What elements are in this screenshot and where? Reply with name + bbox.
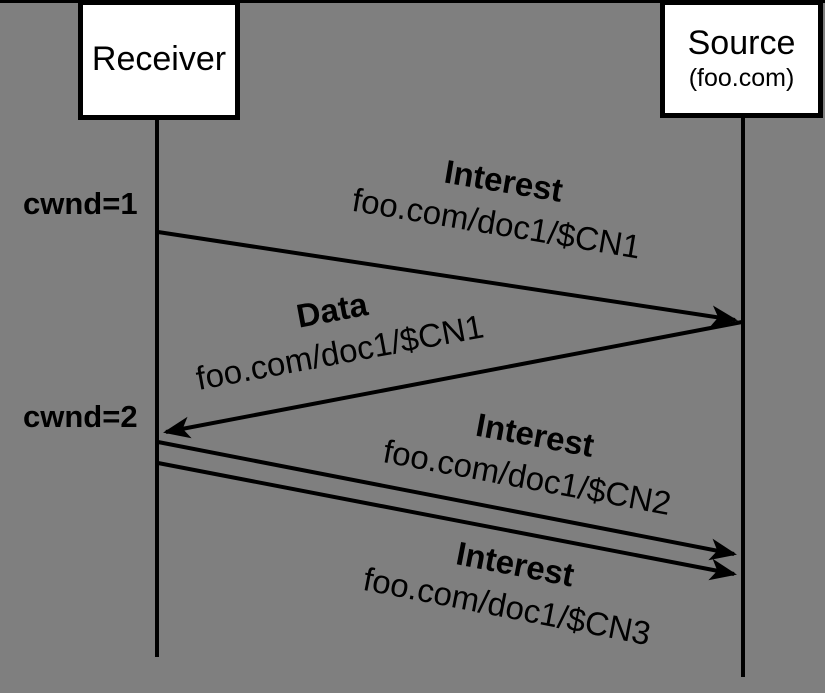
interest-cn2-arrow bbox=[157, 440, 737, 561]
actor-box-receiver: Receiver bbox=[78, 0, 240, 120]
actor-label-receiver: Receiver bbox=[91, 40, 227, 79]
data-cn1-arrow bbox=[163, 320, 743, 439]
actor-box-source: Source (foo.com) bbox=[660, 0, 823, 118]
cwnd-annotation-2: cwnd=2 bbox=[23, 399, 138, 434]
receiver-lifeline bbox=[155, 120, 159, 657]
cwnd-annotation-1: cwnd=1 bbox=[23, 186, 138, 221]
interest-cn1-arrow bbox=[157, 230, 738, 328]
source-lifeline bbox=[741, 118, 745, 677]
actor-label-source: Source bbox=[687, 24, 796, 63]
top-border-line bbox=[0, 0, 825, 3]
actor-sublabel-source: (foo.com) bbox=[688, 63, 795, 92]
interest-cn3-arrow bbox=[157, 461, 737, 581]
